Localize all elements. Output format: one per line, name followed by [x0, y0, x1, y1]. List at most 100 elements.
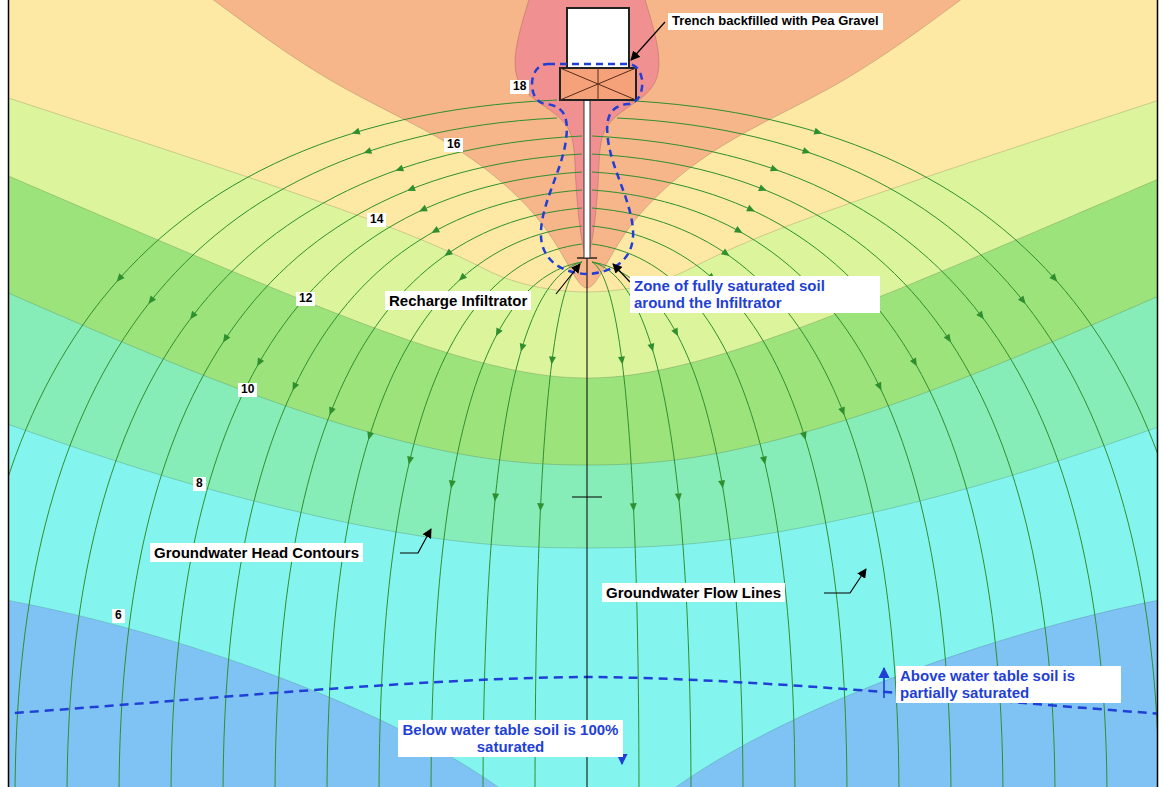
flow-arrowhead — [718, 480, 726, 489]
flow-arrowhead — [746, 205, 756, 215]
flow-arrowhead — [770, 165, 780, 174]
leader-line — [400, 529, 431, 553]
flow-arrowhead — [493, 328, 503, 338]
flow-arrowhead — [814, 128, 824, 137]
callout-label: Groundwater Head Contours — [150, 543, 363, 562]
flow-arrowhead — [518, 343, 527, 353]
flow-arrowhead — [418, 205, 428, 215]
frame-line — [1157, 0, 1159, 787]
flow-line — [592, 262, 691, 787]
contour-number: 14 — [367, 213, 386, 227]
flow-lines — [0, 100, 1163, 787]
flow-arrowhead — [675, 493, 683, 502]
contour-number: 12 — [296, 292, 315, 306]
flow-arrowhead — [537, 503, 544, 511]
trench-lines — [560, 68, 636, 100]
flow-line — [171, 172, 582, 787]
callout-label: Trench backfilled with Pea Gravel — [668, 13, 883, 30]
flow-line — [275, 208, 582, 787]
frame-margin — [1158, 0, 1163, 787]
flow-arrowhead — [910, 357, 920, 367]
flow-arrowhead — [875, 382, 885, 392]
flow-line — [119, 154, 582, 787]
up-arrow — [883, 668, 885, 698]
flow-arrowhead — [734, 226, 744, 236]
flow-arrowhead — [254, 357, 264, 367]
flow-arrowhead — [491, 493, 499, 502]
contour-number: 6 — [112, 609, 125, 623]
flow-arrowhead — [351, 128, 361, 137]
callout-label: Recharge Infiltrator — [385, 291, 531, 310]
flow-arrowhead — [721, 249, 732, 259]
leader-line — [613, 264, 630, 282]
flow-line — [483, 262, 582, 787]
flow-arrowhead — [406, 184, 416, 194]
flow-arrowhead — [114, 273, 125, 284]
leader-line — [631, 22, 665, 60]
flow-arrowhead — [1049, 273, 1060, 284]
leader-line — [824, 569, 866, 593]
flow-arrowhead — [976, 311, 986, 322]
flow-line — [617, 118, 1159, 787]
flow-arrowhead — [944, 334, 954, 345]
flow-line — [67, 136, 582, 787]
flow-arrowhead — [430, 226, 440, 236]
flow-arrowhead — [448, 480, 456, 489]
flow-line — [223, 190, 582, 787]
frame-margin — [0, 0, 8, 787]
yellow-band — [0, 0, 1163, 292]
flow-arrowhead — [760, 456, 769, 465]
callout-note: Above water table soil is partially satu… — [896, 666, 1121, 703]
flow-line — [535, 262, 582, 787]
flow-arrowhead — [548, 356, 556, 365]
orange-band — [200, 0, 974, 288]
flow-arrowhead — [289, 382, 299, 392]
flow-arrowhead — [442, 249, 453, 259]
contour-number: 8 — [193, 477, 206, 491]
callout-note: Zone of fully saturated soil around the … — [630, 276, 880, 313]
flow-line — [379, 244, 582, 787]
flow-arrowhead — [630, 503, 637, 511]
frame-line — [8, 0, 10, 787]
flow-arrowhead — [802, 147, 812, 156]
flow-line — [592, 244, 795, 787]
flow-line — [0, 100, 557, 787]
contour-number: 10 — [238, 383, 257, 397]
leader-line — [556, 264, 580, 294]
saturated-zone-outline — [532, 64, 642, 274]
flow-arrowhead — [365, 431, 374, 441]
flow-arrowhead — [456, 273, 467, 284]
light-green-band — [0, 0, 1163, 378]
flow-arrowhead — [838, 406, 847, 416]
flow-arrowhead — [362, 147, 372, 156]
flow-arrowhead — [800, 431, 809, 441]
flow-arrowhead — [671, 328, 681, 338]
blue-band — [0, 598, 505, 787]
flow-line — [592, 262, 639, 787]
callout-note: Below water table soil is 100% saturated — [398, 720, 623, 757]
flow-arrowhead — [758, 184, 768, 194]
flow-line — [592, 208, 899, 787]
flow-arrowhead — [405, 456, 414, 465]
axis-line — [587, 258, 588, 787]
flow-arrowhead — [146, 296, 156, 307]
green-band — [0, 0, 1163, 465]
flow-line — [617, 100, 1163, 787]
flow-arrowhead — [326, 406, 335, 416]
flow-arrowhead — [394, 165, 404, 174]
flow-arrowhead — [220, 334, 230, 345]
contour-number: 16 — [444, 138, 463, 152]
callout-label: Groundwater Flow Lines — [602, 583, 785, 602]
pea-gravel-trench — [560, 68, 636, 100]
flow-arrowhead — [187, 311, 197, 322]
axis-tick — [572, 497, 602, 498]
flow-line — [15, 118, 557, 787]
flow-arrowhead — [1018, 296, 1028, 307]
contour-number: 18 — [510, 80, 529, 94]
flow-arrowhead — [648, 343, 657, 353]
flow-line — [327, 226, 582, 787]
recharge-pipe — [584, 100, 590, 258]
flow-arrowhead — [618, 356, 626, 365]
